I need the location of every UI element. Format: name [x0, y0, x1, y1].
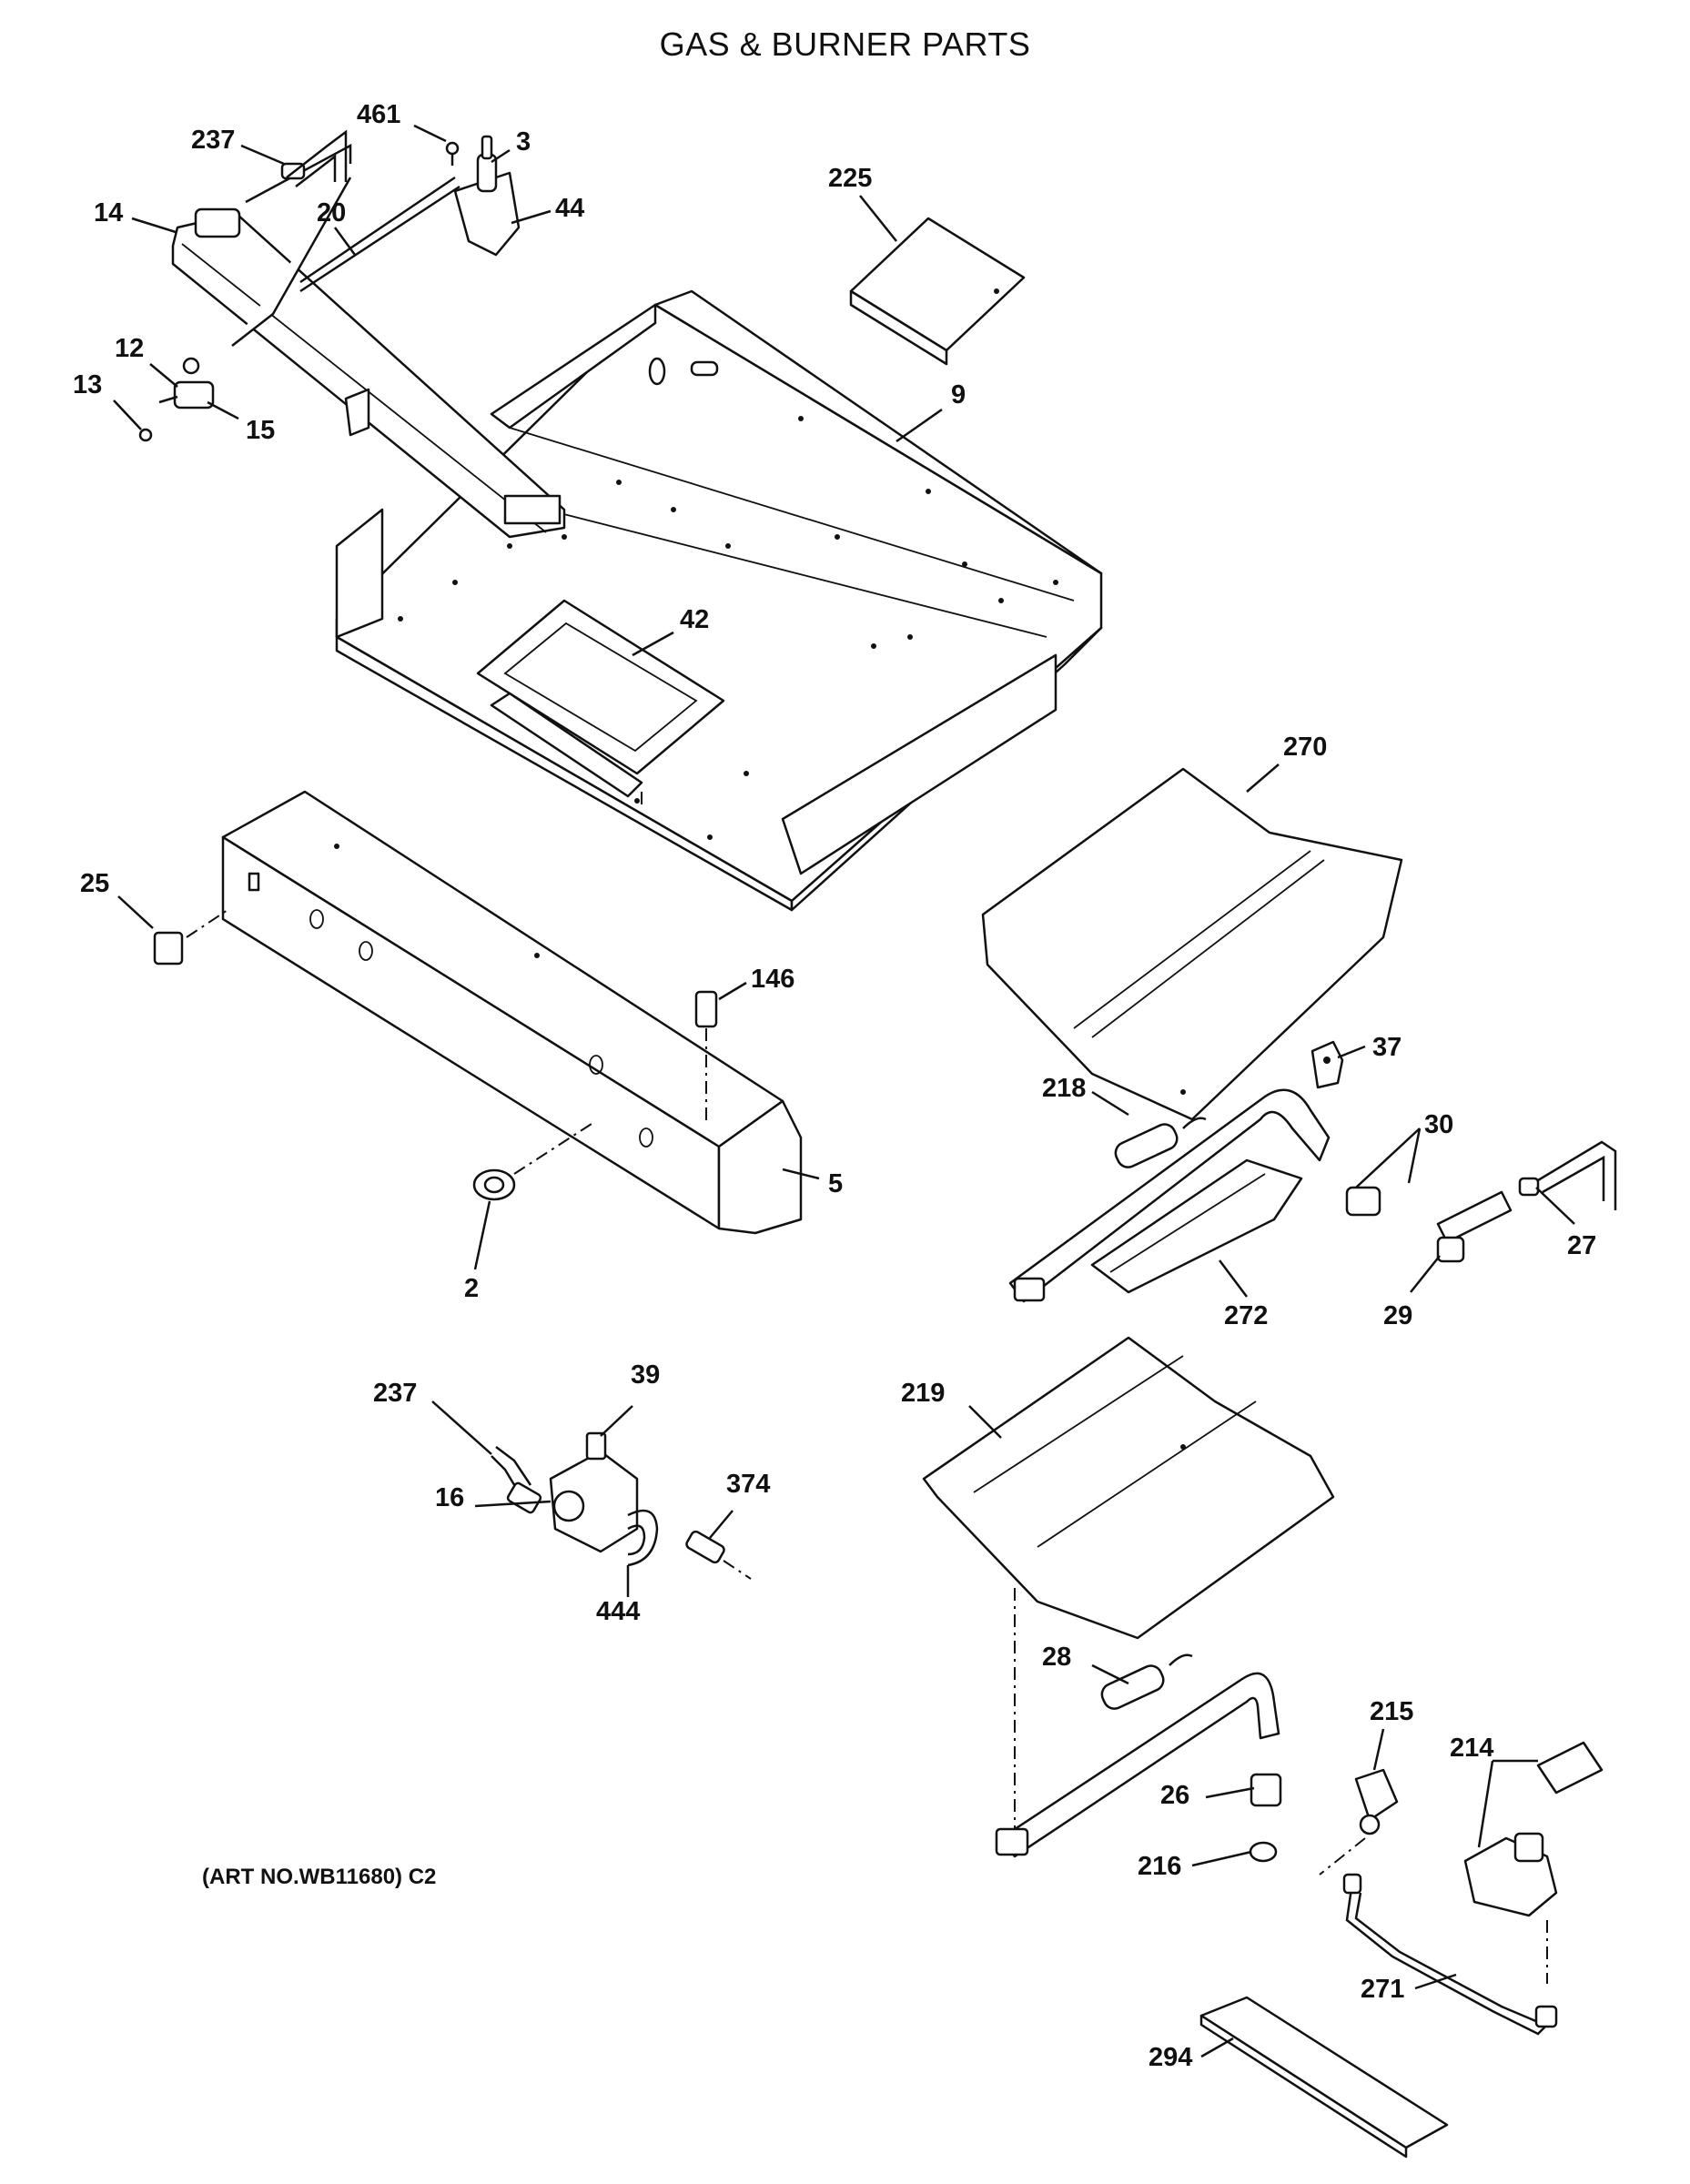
- callout-39: 39: [631, 1360, 660, 1390]
- part-218-igniter: [1114, 1117, 1207, 1168]
- callout-219: 219: [901, 1379, 945, 1408]
- part-461-screw: [445, 141, 460, 166]
- part-9-burner-box: [335, 289, 1103, 912]
- callout-270: 270: [1283, 733, 1327, 762]
- part-272-broil-burner: [1008, 1088, 1617, 1303]
- callout-5: 5: [828, 1169, 843, 1198]
- callout-225: 225: [828, 164, 872, 193]
- callout-146: 146: [751, 965, 794, 994]
- part-294-angle: [1199, 1996, 1449, 2159]
- part-5-front-panel: [221, 790, 803, 1235]
- part-28-igniter: [1100, 1653, 1193, 1710]
- art-number: (ART NO.WB11680) C2: [202, 1865, 436, 1889]
- part-271-tube: [1342, 1873, 1558, 2036]
- part-225-shield: [849, 217, 1026, 366]
- callout-20: 20: [317, 198, 346, 228]
- diagram-title: GAS & BURNER PARTS: [659, 25, 1031, 63]
- part-237-upper-tube: [286, 129, 348, 187]
- leader-lines: [113, 124, 1575, 2058]
- callout-271: 271: [1361, 1975, 1404, 2004]
- callout-14: 14: [94, 198, 123, 228]
- callout-25: 25: [80, 869, 109, 898]
- part-214-valve: [1463, 1741, 1604, 1984]
- callout-12: 12: [115, 334, 144, 363]
- callout-3: 3: [516, 127, 531, 157]
- callout-27: 27: [1567, 1231, 1596, 1260]
- part-42-gasket: [476, 599, 725, 810]
- part-12-15-valve: [138, 357, 215, 442]
- callout-444: 444: [596, 1597, 640, 1626]
- callout-28: 28: [1042, 1643, 1071, 1672]
- callout-374: 374: [726, 1470, 770, 1499]
- callout-30: 30: [1424, 1110, 1453, 1139]
- callout-42: 42: [680, 605, 709, 634]
- callout-294: 294: [1149, 2043, 1192, 2072]
- part-26-bake-burner: [995, 1672, 1282, 1863]
- callout-9: 9: [951, 380, 966, 410]
- callout-2: 2: [464, 1274, 479, 1303]
- part-2-grommet: [472, 1123, 592, 1201]
- callout-216: 216: [1138, 1852, 1181, 1881]
- callout-218: 218: [1042, 1074, 1086, 1103]
- callout-461: 461: [357, 100, 400, 129]
- part-146-bracket: [694, 990, 718, 1124]
- callout-16: 16: [435, 1483, 464, 1512]
- callout-214: 214: [1450, 1734, 1493, 1763]
- callout-37: 37: [1372, 1033, 1402, 1062]
- callout-26: 26: [1160, 1781, 1189, 1810]
- part-37-bracket: [1311, 1040, 1344, 1089]
- callout-labels: 237 461 3 14 20 44 225 12 13 15 9 42 270…: [73, 100, 1596, 2072]
- callout-15: 15: [246, 416, 275, 445]
- callout-215: 215: [1370, 1697, 1413, 1726]
- callout-29: 29: [1383, 1301, 1412, 1330]
- part-16-pressure-regulator: [491, 1431, 752, 1580]
- callout-237-upper: 237: [191, 126, 235, 155]
- manifold-assembly: [171, 135, 566, 539]
- part-215-bracket: [1319, 1768, 1399, 1876]
- part-270-shield: [981, 767, 1403, 1121]
- callout-13: 13: [73, 370, 102, 399]
- part-219-shield: [922, 1336, 1335, 1847]
- callout-44: 44: [555, 194, 584, 223]
- callout-272: 272: [1224, 1301, 1268, 1330]
- callout-237-lower: 237: [373, 1379, 417, 1408]
- part-25-clip: [153, 909, 228, 966]
